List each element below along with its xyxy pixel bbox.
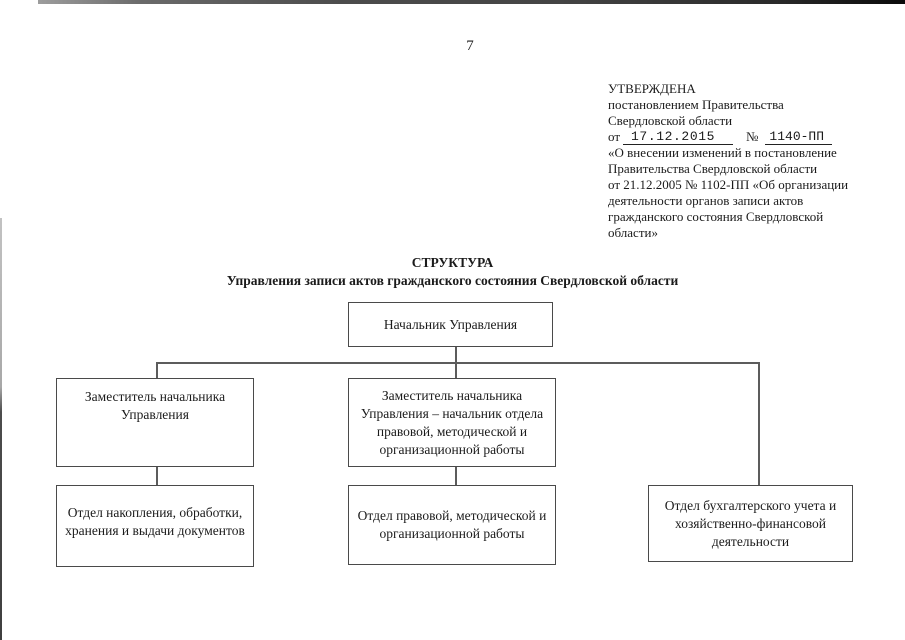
- approval-line: «О внесении изменений в постановление: [608, 145, 837, 160]
- approval-line: от 21.12.2005 № 1102-ПП «Об организации: [608, 177, 849, 192]
- approval-line: деятельности органов записи актов: [608, 193, 804, 208]
- approval-line: постановлением Правительства: [608, 97, 784, 112]
- org-box-deputy-center-label: Заместитель начальника Управления – нача…: [360, 387, 544, 457]
- connector-left-to-dept: [156, 466, 158, 486]
- org-box-head: Начальник Управления: [348, 302, 553, 347]
- org-box-dept-right-label: Отдел бухгалтерского учета и хозяйственн…: [664, 497, 837, 549]
- org-box-deputy-center: Заместитель начальника Управления – нача…: [348, 378, 556, 467]
- connector-drop-right: [758, 362, 760, 486]
- org-box-dept-left: Отдел накопления, обработки, хранения и …: [56, 485, 254, 567]
- date-value-underlined: 17.12.2015: [623, 129, 734, 145]
- connector-drop-center: [455, 362, 457, 379]
- connector-head-down: [455, 347, 457, 363]
- connector-drop-left: [156, 362, 158, 379]
- scan-artifact-left-edge: [0, 218, 2, 640]
- page-number: 7: [466, 38, 475, 54]
- org-box-deputy-left: Заместитель начальника Управления: [56, 378, 254, 467]
- approval-block: УТВЕРЖДЕНА постановлением Правительства …: [608, 81, 905, 241]
- org-box-dept-right: Отдел бухгалтерского учета и хозяйственн…: [648, 485, 853, 562]
- approval-line: гражданского состояния Свердловской: [608, 209, 824, 224]
- connector-branch-horizontal: [156, 362, 760, 364]
- number-value-underlined: 1140-ПП: [765, 129, 833, 145]
- document-title: СТРУКТУРА Управления записи актов гражда…: [0, 254, 905, 289]
- org-box-dept-center: Отдел правовой, методической и организац…: [348, 485, 556, 565]
- connector-center-to-dept: [455, 466, 457, 486]
- org-box-head-label: Начальник Управления: [383, 316, 518, 332]
- title-subheading: Управления записи актов гражданского сос…: [226, 272, 679, 288]
- approval-line: Правительства Свердловской области: [608, 161, 818, 176]
- title-heading: СТРУКТУРА: [411, 255, 494, 270]
- approval-line: Свердловской области: [608, 113, 733, 128]
- org-box-deputy-left-label: Заместитель начальника Управления: [84, 389, 226, 422]
- number-sign: №: [746, 129, 759, 144]
- org-box-dept-left-label: Отдел накопления, обработки, хранения и …: [65, 504, 245, 538]
- date-label: от: [608, 129, 621, 144]
- approval-line: УТВЕРЖДЕНА: [608, 81, 696, 96]
- approval-date-number-line: от 17.12.2015 № 1140-ПП: [608, 129, 905, 145]
- approval-line: области»: [608, 225, 658, 240]
- org-box-dept-center-label: Отдел правовой, методической и организац…: [357, 508, 547, 541]
- scan-artifact-top-edge: [38, 0, 905, 4]
